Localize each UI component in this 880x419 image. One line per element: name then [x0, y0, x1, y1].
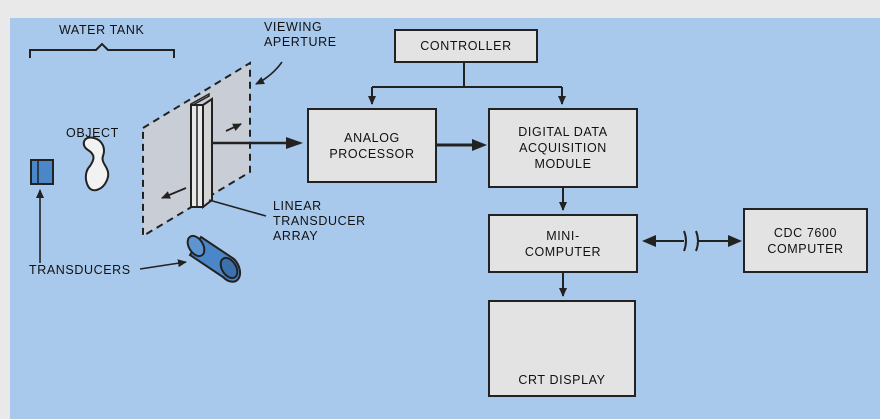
mini-computer-box: MINI- COMPUTER — [488, 214, 638, 273]
digital-data-acquisition-module-box: DIGITAL DATA ACQUISITION MODULE — [488, 108, 638, 188]
linear-transducer-array — [190, 92, 213, 210]
analog-processor-label: ANALOG PROCESSOR — [329, 130, 415, 161]
controller-label: CONTROLLER — [420, 39, 512, 53]
viewing-aperture-leader — [255, 61, 283, 85]
aperture-arrow-lower — [161, 187, 187, 199]
water-tank-label: WATER TANK — [59, 23, 145, 37]
crt-display-box: CRT DISPLAY — [488, 300, 636, 397]
cdc-7600-computer-label: CDC 7600 COMPUTER — [767, 225, 844, 256]
viewing-aperture-label: VIEWING APERTURE — [264, 20, 337, 49]
transducer-left — [30, 159, 54, 185]
transducers-label: TRANSDUCERS — [29, 263, 131, 277]
array-signal-arrowhead — [286, 137, 303, 149]
transducer-cylinder — [186, 234, 242, 283]
digital-data-acquisition-module-label: DIGITAL DATA ACQUISITION MODULE — [518, 125, 608, 171]
controller-box: CONTROLLER — [394, 29, 538, 63]
mini-cdc-link — [652, 230, 732, 252]
analog-processor-box: ANALOG PROCESSOR — [307, 108, 437, 183]
transducers-leader-cylinder — [139, 259, 187, 270]
cdc-7600-computer-box: CDC 7600 COMPUTER — [743, 208, 868, 273]
crt-display-label: CRT DISPLAY — [518, 373, 606, 387]
analog-to-digital-arrowhead — [472, 139, 487, 151]
controller-connectors — [368, 63, 566, 105]
water-tank-brace — [29, 42, 175, 58]
link-arrowhead-left — [642, 235, 656, 247]
aperture-arrow-upper — [225, 123, 242, 132]
object-blob — [82, 136, 110, 192]
linear-transducer-leader — [208, 199, 267, 217]
linear-transducer-array-label: LINEAR TRANSDUCER ARRAY — [273, 199, 366, 243]
link-arrowhead-right — [728, 235, 742, 247]
mini-computer-label: MINI- COMPUTER — [524, 228, 602, 259]
object-label: OBJECT — [66, 126, 119, 140]
